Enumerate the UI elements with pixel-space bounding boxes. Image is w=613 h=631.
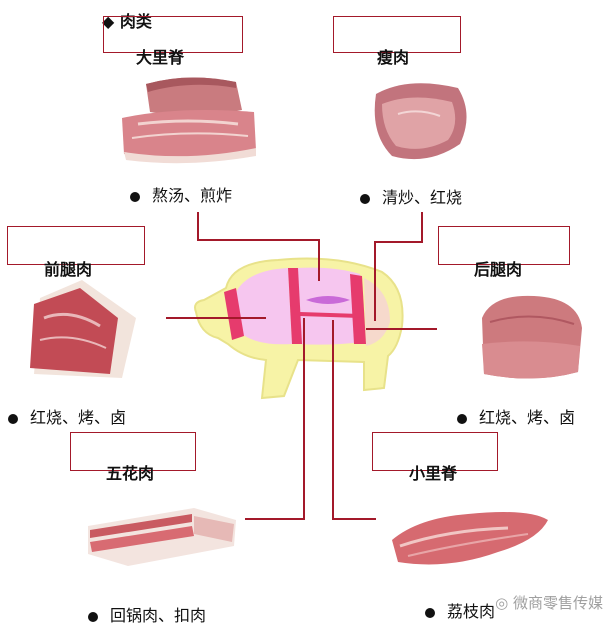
- frame-tenderloin-small-top: [372, 432, 498, 433]
- leader-lean-v1: [421, 212, 423, 242]
- meat-image-pork-belly: [88, 508, 236, 566]
- leader-pork-belly-h: [245, 518, 305, 520]
- bullet-dot-icon: [8, 413, 18, 424]
- meat-image-lean: [374, 83, 467, 160]
- frame-hind-leg: [438, 226, 570, 265]
- frame-tenderloin-small: [372, 432, 498, 471]
- watermark-text: 微商零售传媒: [512, 594, 603, 612]
- meat-image-tenderloin-large: [122, 77, 256, 164]
- frame-front-leg: [7, 226, 145, 265]
- uses-front-leg: 红烧、烤、卤: [8, 404, 126, 428]
- pig-diagram: [194, 257, 404, 400]
- cut-label-hind-leg: 后腿肉: [474, 260, 523, 279]
- uses-pork-belly: 回锅肉、扣肉: [88, 602, 206, 626]
- frame-lean-top: [333, 16, 461, 17]
- uses-text: 回锅肉、扣肉: [110, 606, 207, 625]
- meat-image-tenderloin-small: [392, 512, 548, 565]
- bullet-dot-icon: [88, 611, 98, 622]
- bullet-dot-icon: [130, 191, 140, 202]
- leader-tenderloin-large-v2: [318, 239, 320, 281]
- cut-label-front-leg: 前腿肉: [44, 260, 93, 279]
- meat-image-front-leg: [30, 280, 136, 378]
- cut-label-tenderloin-large: 大里脊: [136, 48, 185, 67]
- leader-hind-leg: [366, 328, 437, 330]
- uses-lean: 清炒、红烧: [360, 184, 462, 208]
- uses-text: 荔枝肉: [447, 602, 496, 621]
- frame-tenderloin-large-top: [103, 16, 243, 17]
- leader-tenderloin-small-v: [332, 320, 334, 520]
- frame-hind-leg-top: [438, 226, 570, 227]
- bullet-dot-icon: [425, 607, 435, 618]
- uses-text: 红烧、烤、卤: [479, 408, 576, 427]
- uses-tenderloin-large: 熬汤、煎炸: [130, 182, 232, 206]
- watermark: ◎ 微商零售传媒: [495, 592, 603, 613]
- frame-front-leg-top: [7, 226, 145, 227]
- leader-lean-h: [374, 241, 423, 243]
- uses-text: 清炒、红烧: [382, 188, 463, 207]
- uses-text: 红烧、烤、卤: [30, 408, 127, 427]
- bullet-dot-icon: [457, 413, 467, 424]
- cut-label-tenderloin-small: 小里脊: [409, 464, 458, 483]
- leader-tenderloin-large-v1: [197, 212, 199, 240]
- frame-lean: [333, 16, 461, 53]
- frame-pork-belly-top: [70, 432, 196, 433]
- uses-tenderloin-small: 荔枝肉: [425, 598, 495, 622]
- frame-tenderloin-large: [103, 16, 243, 53]
- wechat-icon: ◎: [495, 594, 509, 612]
- uses-text: 熬汤、煎炸: [152, 186, 233, 205]
- frame-pork-belly: [70, 432, 196, 471]
- leader-tenderloin-large-h: [197, 239, 320, 241]
- meat-image-hind-leg: [482, 295, 582, 379]
- leader-pork-belly-v: [303, 318, 305, 520]
- leader-tenderloin-small-h: [332, 518, 376, 520]
- leader-front-leg: [166, 317, 266, 319]
- leader-lean-v2: [374, 241, 376, 321]
- uses-hind-leg: 红烧、烤、卤: [457, 404, 575, 428]
- cut-label-pork-belly: 五花肉: [106, 464, 155, 483]
- cut-label-lean: 瘦肉: [377, 48, 410, 67]
- bullet-dot-icon: [360, 193, 370, 204]
